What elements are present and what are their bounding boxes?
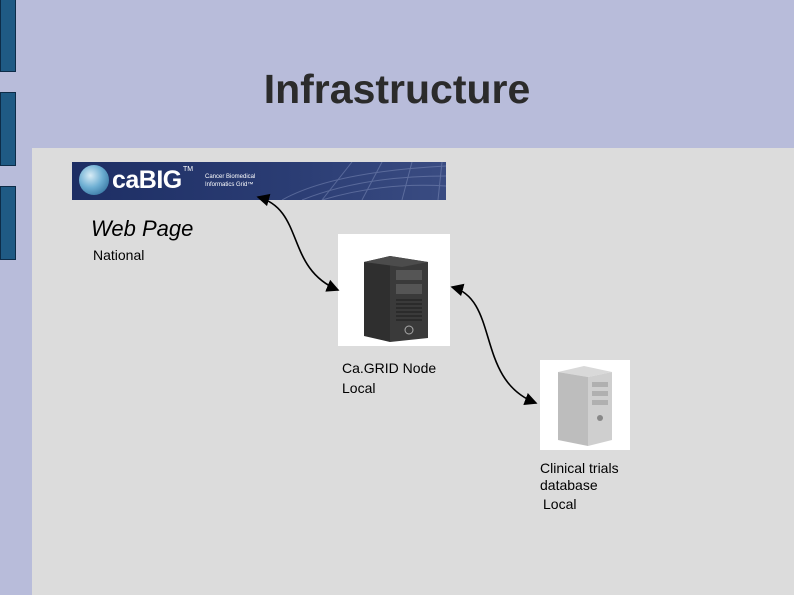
side-bar-middle xyxy=(0,92,16,166)
trademark-mark: TM xyxy=(183,166,194,173)
web-to-node-arrow xyxy=(256,193,340,292)
database-scope: Local xyxy=(543,496,577,512)
side-bar-bottom xyxy=(0,186,16,260)
desktop-tower-image xyxy=(540,360,630,450)
grid-node-scope: Local xyxy=(342,380,376,396)
node-to-database-arrow xyxy=(450,283,538,406)
web-page-scope: National xyxy=(93,247,145,263)
tower-server-icon xyxy=(364,256,428,342)
database-name-line2: database xyxy=(540,477,598,493)
side-bar-top xyxy=(0,0,16,72)
slide-title: Infrastructure xyxy=(263,66,531,112)
web-page-heading: Web Page xyxy=(91,216,194,241)
content-panel xyxy=(32,148,794,595)
desktop-tower-icon xyxy=(558,366,612,446)
cabig-logo-text: caBIG xyxy=(112,166,182,194)
globe-icon xyxy=(79,165,109,195)
database-name-line1: Clinical trials xyxy=(540,460,619,476)
cabig-banner: caBIG TM Cancer Biomedical Informatics G… xyxy=(72,162,446,200)
tower-server-image xyxy=(338,234,450,346)
grid-node-name: Ca.GRID Node xyxy=(342,360,437,376)
banner-tagline: Cancer Biomedical Informatics Grid™ xyxy=(205,174,256,188)
